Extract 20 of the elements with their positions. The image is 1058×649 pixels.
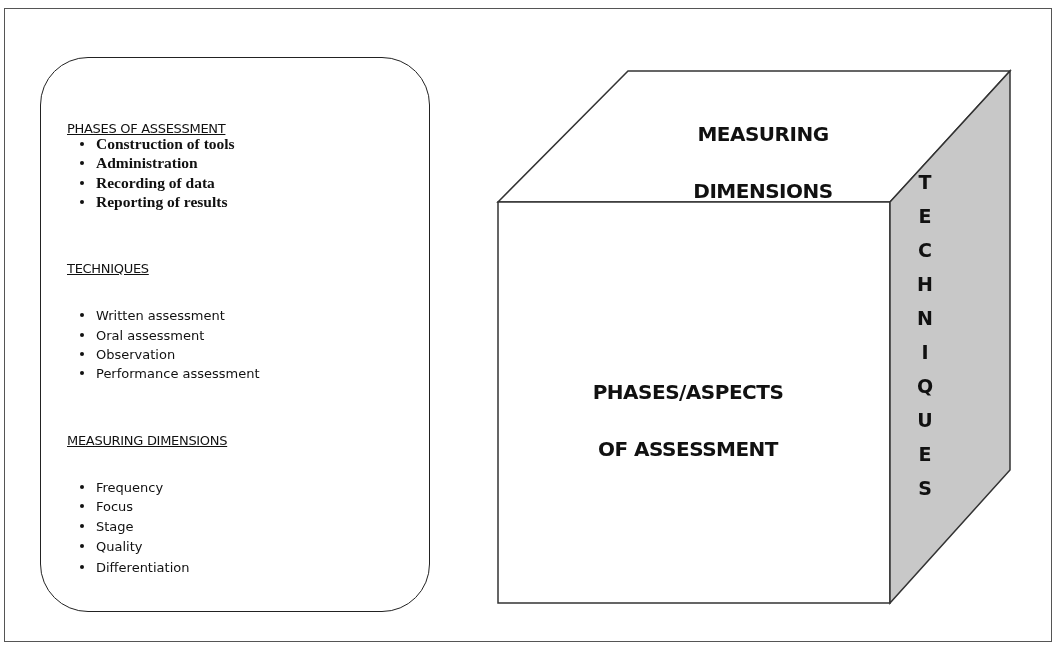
section-heading: MEASURING DIMENSIONS: [67, 432, 228, 450]
section-heading: TECHNIQUES: [67, 260, 149, 278]
list-item: Oral assessment: [96, 328, 205, 343]
list-item: Differentiation: [96, 560, 190, 575]
list-item: Observation: [96, 347, 176, 362]
face-label: MEASURING DIMENSIONS: [692, 121, 834, 205]
list-item: Administration: [96, 154, 198, 171]
face-label: PHASES/ASPECTS OF ASSESSMENT: [591, 379, 785, 463]
section-heading: PHASES OF ASSESSMENT: [67, 120, 226, 138]
list-item: Performance assessment: [96, 366, 260, 381]
list-item: Reporting of results: [96, 193, 228, 210]
list-item: Recording of data: [96, 174, 215, 191]
list-item: Construction of tools: [96, 135, 235, 152]
list-item: Quality: [96, 539, 143, 554]
list-item: Stage: [96, 519, 134, 534]
rounded-text-panel: [40, 57, 430, 612]
face-label: TECHNIQUES: [917, 170, 933, 501]
list-item: Frequency: [96, 480, 164, 495]
list-item: Written assessment: [96, 308, 225, 323]
list-item: Focus: [96, 499, 134, 514]
